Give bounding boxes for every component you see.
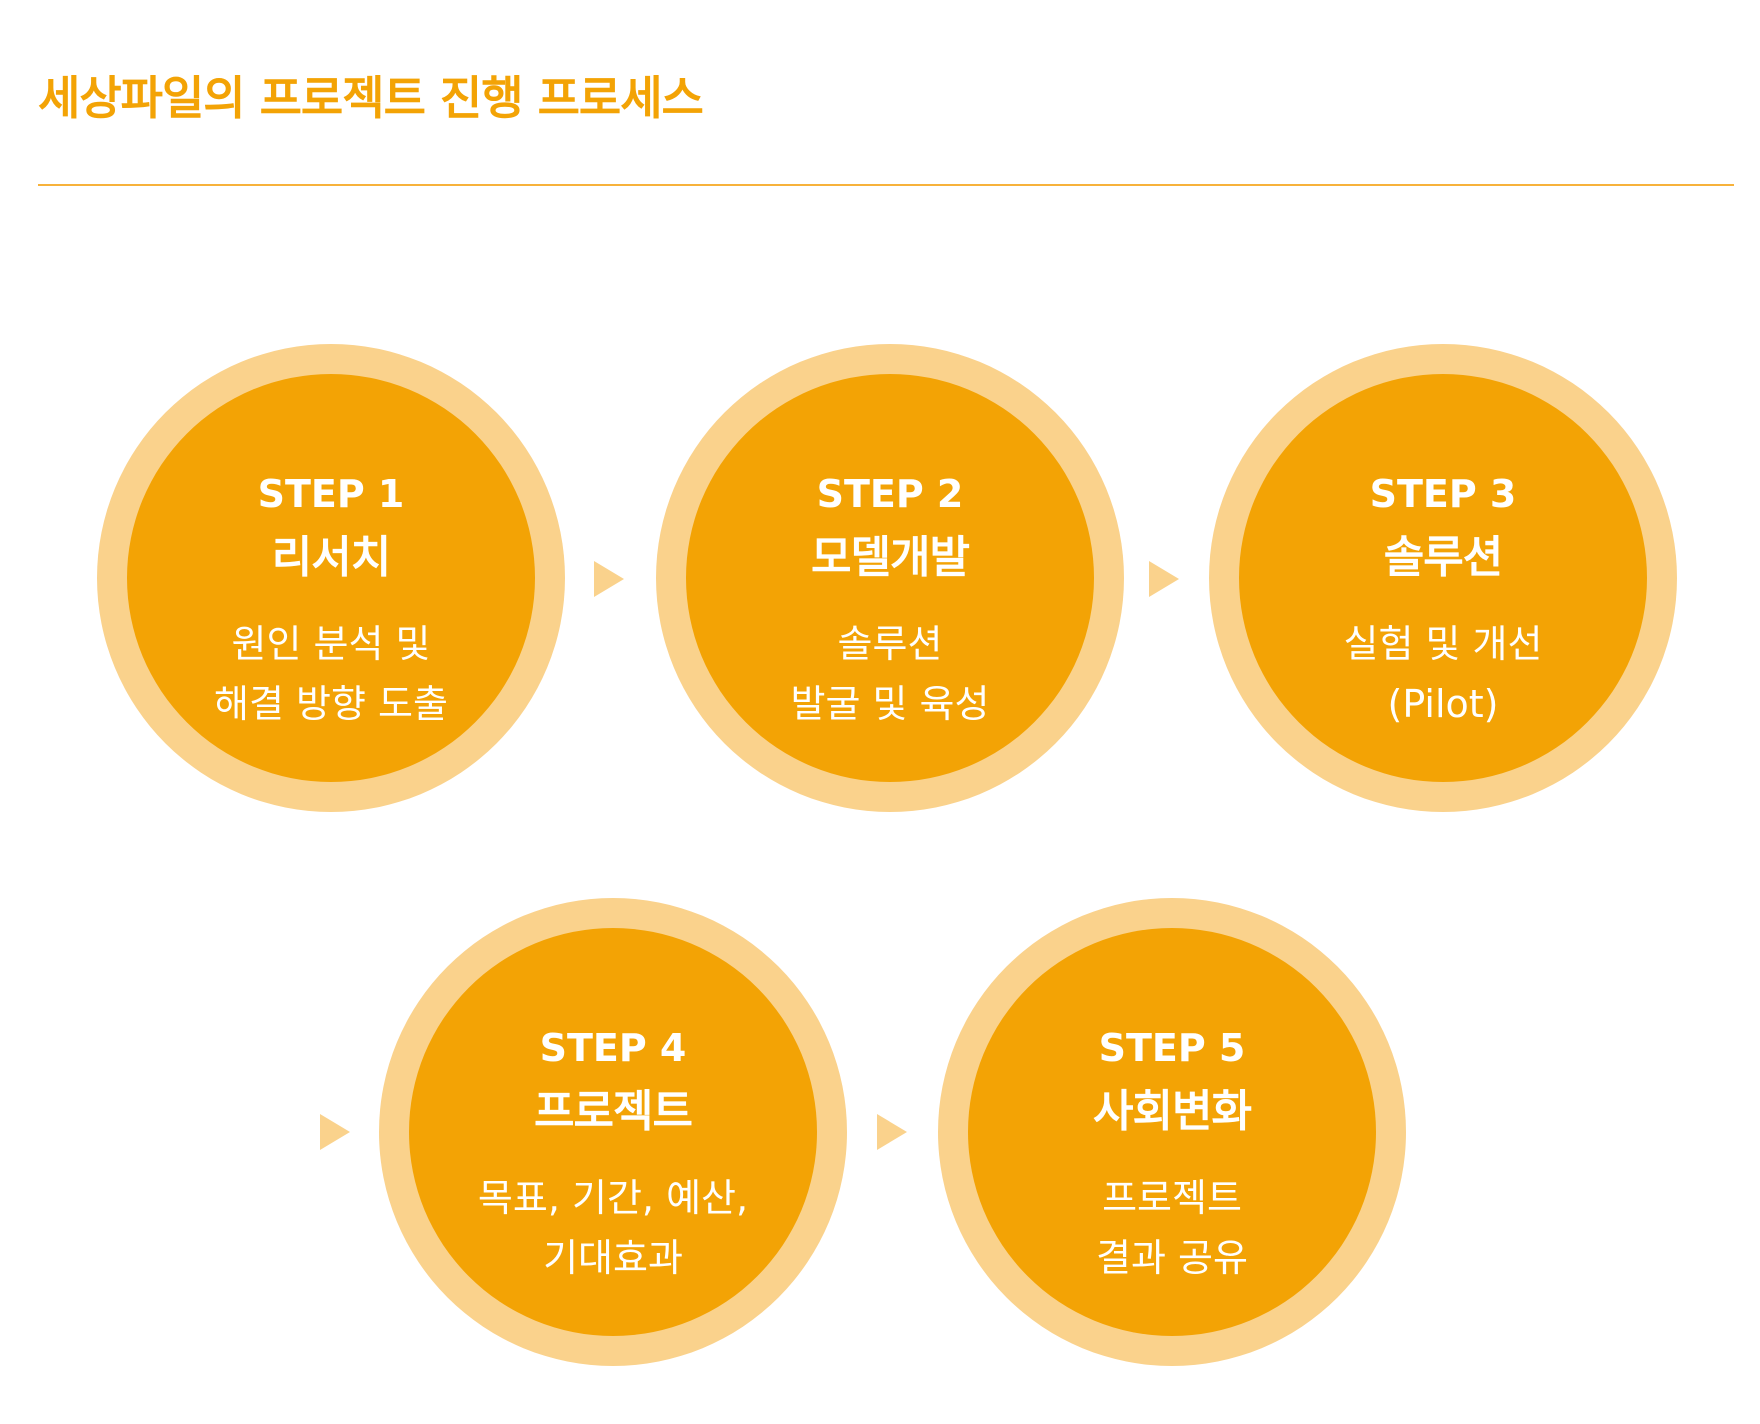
- step-3-inner: STEP 3 솔루션 실험 및 개선 (Pilot): [1239, 374, 1647, 782]
- arrow-right-icon: [877, 1114, 907, 1150]
- step-3-circle: STEP 3 솔루션 실험 및 개선 (Pilot): [1209, 344, 1677, 812]
- step-4-label: STEP 4: [539, 1026, 687, 1070]
- step-4-inner: STEP 4 프로젝트 목표, 기간, 예산, 기대효과: [409, 928, 817, 1336]
- arrow-right-icon: [320, 1114, 350, 1150]
- step-3-desc-line-2: (Pilot): [1387, 682, 1499, 726]
- step-2-desc-line-2: 발굴 및 육성: [790, 682, 990, 726]
- step-5-desc-line-2: 결과 공유: [1096, 1236, 1248, 1280]
- step-2-label: STEP 2: [816, 472, 964, 516]
- page-title: 세상파일의 프로젝트 진행 프로세스: [38, 71, 704, 125]
- step-5-description: 프로젝트 결과 공유: [968, 1168, 1376, 1288]
- step-5-label: STEP 5: [1098, 1026, 1246, 1070]
- step-1-circle: STEP 1 리서치 원인 분석 및 해결 방향 도출: [97, 344, 565, 812]
- arrow-right-icon: [1149, 561, 1179, 597]
- step-1-desc-line-2: 해결 방향 도출: [214, 682, 448, 726]
- step-4-circle: STEP 4 프로젝트 목표, 기간, 예산, 기대효과: [379, 898, 847, 1366]
- step-2-name: 모델개발: [811, 532, 970, 583]
- step-3-name: 솔루션: [1383, 532, 1503, 583]
- step-4-desc-line-1: 목표, 기간, 예산,: [477, 1176, 749, 1220]
- step-1-desc-line-1: 원인 분석 및: [231, 622, 431, 666]
- step-3-description: 실험 및 개선 (Pilot): [1239, 614, 1647, 734]
- step-2-description: 솔루션 발굴 및 육성: [686, 614, 1094, 734]
- title-divider: [38, 184, 1734, 186]
- step-2-inner: STEP 2 모델개발 솔루션 발굴 및 육성: [686, 374, 1094, 782]
- step-4-name: 프로젝트: [534, 1086, 693, 1137]
- step-2-circle: STEP 2 모델개발 솔루션 발굴 및 육성: [656, 344, 1124, 812]
- arrow-right-icon: [594, 561, 624, 597]
- step-2-desc-line-1: 솔루션: [837, 622, 943, 666]
- step-5-circle: STEP 5 사회변화 프로젝트 결과 공유: [938, 898, 1406, 1366]
- step-5-desc-line-1: 프로젝트: [1102, 1176, 1242, 1220]
- step-1-label: STEP 1: [257, 472, 405, 516]
- step-1-name: 리서치: [271, 532, 391, 583]
- step-3-label: STEP 3: [1369, 472, 1517, 516]
- step-4-description: 목표, 기간, 예산, 기대효과: [409, 1168, 817, 1288]
- step-1-description: 원인 분석 및 해결 방향 도출: [127, 614, 535, 734]
- step-5-inner: STEP 5 사회변화 프로젝트 결과 공유: [968, 928, 1376, 1336]
- step-4-desc-line-2: 기대효과: [543, 1236, 683, 1280]
- step-5-name: 사회변화: [1093, 1086, 1252, 1137]
- step-3-desc-line-1: 실험 및 개선: [1343, 622, 1543, 666]
- step-1-inner: STEP 1 리서치 원인 분석 및 해결 방향 도출: [127, 374, 535, 782]
